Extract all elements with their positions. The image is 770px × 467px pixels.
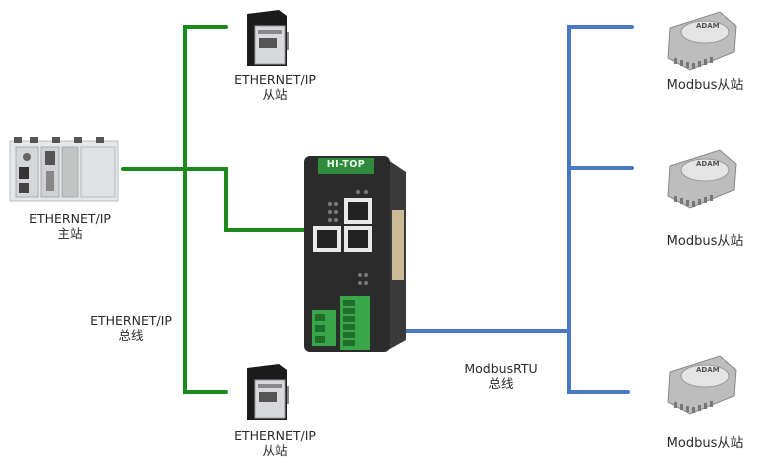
eip-slave-bottom-line1: ETHERNET/IP bbox=[234, 428, 316, 443]
drive-icon bbox=[247, 364, 289, 420]
master-label: ETHERNET/IP 主站 bbox=[20, 211, 120, 241]
ethernet-trunk bbox=[183, 25, 228, 394]
eip-slave-top-label: ETHERNET/IP 从站 bbox=[220, 72, 330, 102]
eip-slave-bottom-line2: 从站 bbox=[262, 443, 288, 458]
hi-top-gateway: HI-TOP bbox=[300, 150, 412, 355]
eip-slave-bottom-label: ETHERNET/IP 从站 bbox=[220, 428, 330, 458]
module-brand-text: ADAM bbox=[696, 160, 720, 168]
gateway-brand-logo: HI-TOP bbox=[326, 159, 366, 170]
eip-slave-top-line2: 从站 bbox=[262, 87, 288, 102]
modbus-slave-3-device: ADAM bbox=[660, 352, 740, 416]
modbus-slave-1-device: ADAM bbox=[660, 8, 740, 72]
master-label-line1: ETHERNET/IP bbox=[29, 211, 111, 226]
io-module-icon: ADAM bbox=[667, 11, 737, 71]
rj45-ports bbox=[313, 198, 372, 252]
ethernet-master-link bbox=[121, 167, 307, 232]
eip-slave-top-line1: ETHERNET/IP bbox=[234, 72, 316, 87]
gateway-device-icon bbox=[304, 156, 406, 352]
ethernet-ip-slave-top-device bbox=[243, 8, 291, 68]
modbus-bus-line2: 总线 bbox=[488, 376, 514, 391]
modbus-rtu-bus bbox=[401, 25, 634, 394]
ethernet-ip-slave-bottom-device bbox=[243, 362, 291, 422]
plc-rack-icon bbox=[9, 137, 119, 202]
io-module-icon: ADAM bbox=[667, 149, 737, 209]
modbus-bus-line1: ModbusRTU bbox=[464, 361, 538, 376]
ethernet-ip-bus bbox=[121, 25, 307, 394]
ethernet-ip-master-plc bbox=[8, 135, 120, 205]
module-brand-text: ADAM bbox=[696, 366, 720, 374]
eip-bus-line1: ETHERNET/IP bbox=[90, 313, 172, 328]
master-label-line2: 主站 bbox=[57, 226, 83, 241]
modbus-slave-2-device: ADAM bbox=[660, 146, 740, 210]
drive-icon bbox=[247, 10, 289, 66]
modbus-slave-2-label: Modbus从站 bbox=[666, 234, 744, 249]
modbus-bus-label: ModbusRTU 总线 bbox=[446, 361, 556, 391]
eip-bus-line2: 总线 bbox=[118, 328, 144, 343]
io-module-icon: ADAM bbox=[667, 355, 737, 415]
module-brand-text: ADAM bbox=[696, 22, 720, 30]
modbus-slave-3-label: Modbus从站 bbox=[666, 436, 744, 451]
modbus-trunk bbox=[567, 25, 634, 394]
terminal-blocks bbox=[312, 296, 370, 350]
modbus-slave-1-label: Modbus从站 bbox=[666, 78, 744, 93]
eip-bus-label: ETHERNET/IP 总线 bbox=[78, 313, 184, 343]
